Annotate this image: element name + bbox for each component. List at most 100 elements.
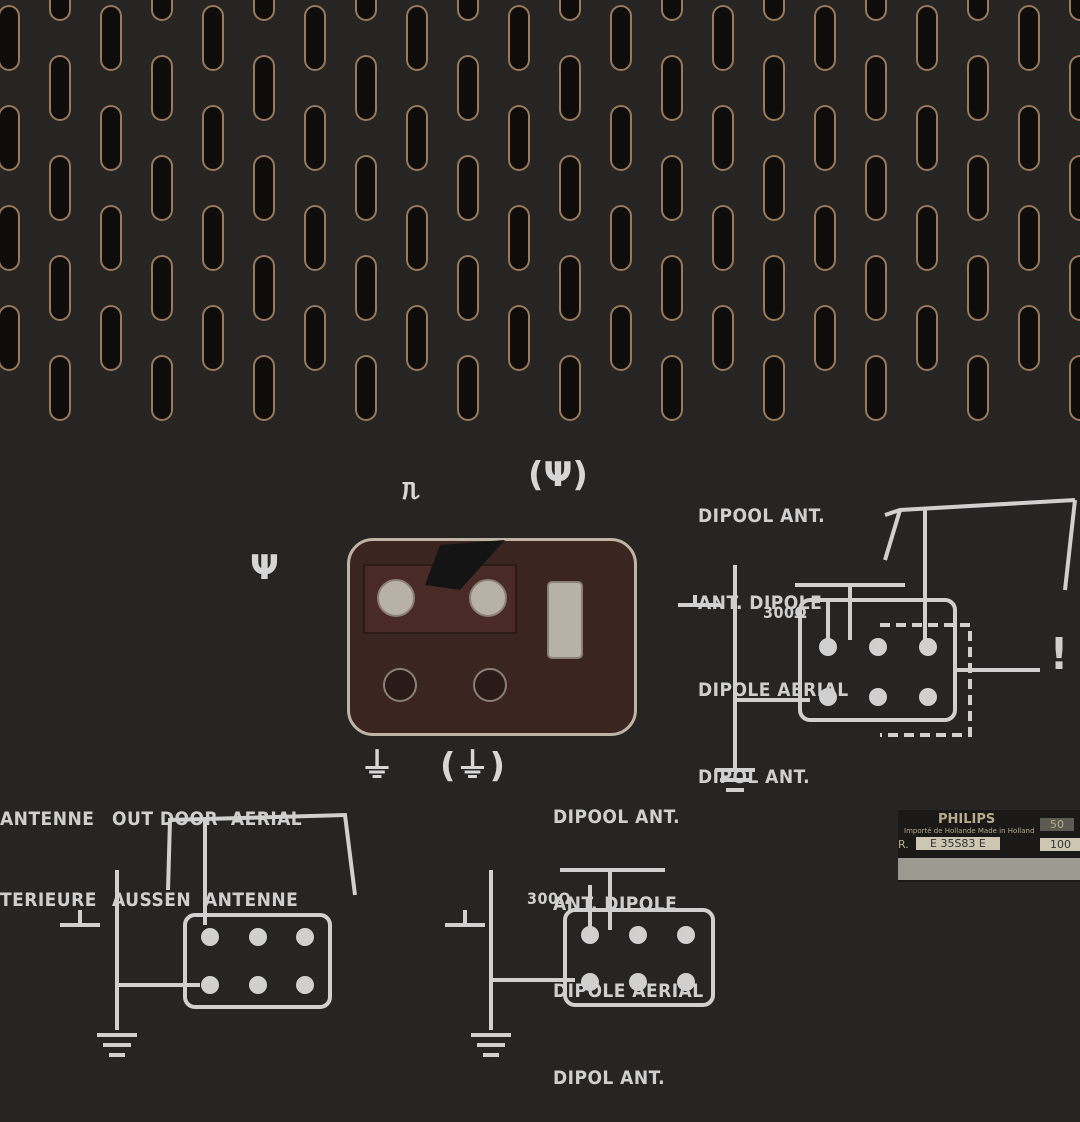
label-line: DIPOOL ANT. <box>698 505 826 527</box>
origin-text: Importé de Hollande Made in Holland <box>904 827 1035 835</box>
grille-slot <box>967 155 989 221</box>
grille-slot <box>202 205 224 271</box>
ground-symbol-icon: ⏚ <box>360 746 394 786</box>
grille-slot <box>865 355 887 421</box>
grille-slot <box>865 255 887 321</box>
grille-slot <box>865 0 887 21</box>
grille-slot <box>406 305 428 371</box>
label-line: ANTENNE <box>0 808 95 830</box>
grille-slot <box>763 255 785 321</box>
grille-slot <box>814 305 836 371</box>
type-plate: PHILIPS Importé de Hollande Made in Holl… <box>898 810 1080 882</box>
grille-slot <box>355 155 377 221</box>
grille-slot <box>661 0 683 21</box>
grille-slot <box>406 105 428 171</box>
grille-slot <box>916 5 938 71</box>
grille-slot <box>304 305 326 371</box>
ohm-label-bottom: 300Ω <box>527 889 572 908</box>
grille-slot <box>304 105 326 171</box>
grille-slot <box>967 55 989 121</box>
grille-slot <box>49 355 71 421</box>
grille-slot <box>151 55 173 121</box>
grille-slot <box>0 105 20 171</box>
plate-strip <box>898 858 1080 880</box>
grille-slot <box>814 5 836 71</box>
grille-slot <box>712 205 734 271</box>
grille-slot <box>253 55 275 121</box>
grille-slot <box>610 5 632 71</box>
grille-slot <box>1069 55 1080 121</box>
plate-field-1: 50 <box>1040 818 1074 831</box>
grille-slot <box>1069 355 1080 421</box>
grille-slot <box>763 355 785 421</box>
grille-slot <box>355 355 377 421</box>
grille-slot <box>100 105 122 171</box>
grille-slot <box>100 205 122 271</box>
grille-slot <box>355 255 377 321</box>
grille-slot <box>967 255 989 321</box>
grille-slot <box>814 205 836 271</box>
grille-slot <box>457 0 479 21</box>
grille-slot <box>865 55 887 121</box>
grille-slot <box>0 5 20 71</box>
grille-slot <box>559 255 581 321</box>
grille-slot <box>559 155 581 221</box>
plate-field-2: 100 <box>1040 838 1080 851</box>
grille-slot <box>253 355 275 421</box>
label-line: TERIEURE <box>0 889 97 911</box>
grille-slot <box>814 105 836 171</box>
grille-slot <box>1018 5 1040 71</box>
grille-slot <box>865 155 887 221</box>
grille-slot <box>712 105 734 171</box>
socket-contacts <box>363 540 583 702</box>
grille-slot <box>202 105 224 171</box>
grille-slot <box>610 105 632 171</box>
grille-slot <box>559 0 581 21</box>
grille-slot <box>151 155 173 221</box>
label-line: DIPOOL ANT. <box>553 806 681 828</box>
grille-slot <box>1069 155 1080 221</box>
grille-slot <box>100 5 122 71</box>
grille-slot <box>1018 205 1040 271</box>
grille-slot <box>355 55 377 121</box>
wiring-diagrams <box>60 498 1077 1057</box>
ohm-label-top: 300Ω <box>763 603 808 622</box>
grille-slot <box>661 355 683 421</box>
antenna-symbol-icon: Ψ <box>250 548 279 588</box>
grille-slot <box>304 205 326 271</box>
grille-slot <box>253 0 275 21</box>
grille-slot <box>508 105 530 171</box>
grille-slot <box>457 355 479 421</box>
grille-slot <box>304 5 326 71</box>
grille-slot <box>661 255 683 321</box>
grille-slot <box>49 55 71 121</box>
grille-slot <box>1069 255 1080 321</box>
grille-slot <box>661 155 683 221</box>
label-line: AUSSEN ANTENNE <box>112 889 299 911</box>
dipole-symbol-icon: ᥰ <box>402 472 421 507</box>
grille-slot <box>406 5 428 71</box>
grille-slot <box>967 0 989 21</box>
grille-slot <box>253 255 275 321</box>
grille-slot <box>916 305 938 371</box>
grille-slot <box>559 355 581 421</box>
grille-slot <box>712 305 734 371</box>
grille-slot <box>916 205 938 271</box>
outdoor-label-left: ANTENNE TERIEURE <box>0 752 97 941</box>
grille-slot <box>100 305 122 371</box>
grille-slot <box>406 205 428 271</box>
label-line: ANT. DIPOLE <box>698 592 823 614</box>
type-number: E 35S83 E <box>916 837 1000 850</box>
grille-slot <box>712 5 734 71</box>
brand-text: PHILIPS <box>938 812 996 827</box>
grille-slot <box>151 355 173 421</box>
grille-slot <box>0 205 20 271</box>
grille-slot <box>508 305 530 371</box>
grille-slot <box>253 155 275 221</box>
grille-slot <box>610 205 632 271</box>
grille-slot <box>916 105 938 171</box>
grille-slot <box>202 5 224 71</box>
grille-slot <box>763 55 785 121</box>
grille-slot <box>457 255 479 321</box>
prefix-text: R. <box>898 838 909 851</box>
